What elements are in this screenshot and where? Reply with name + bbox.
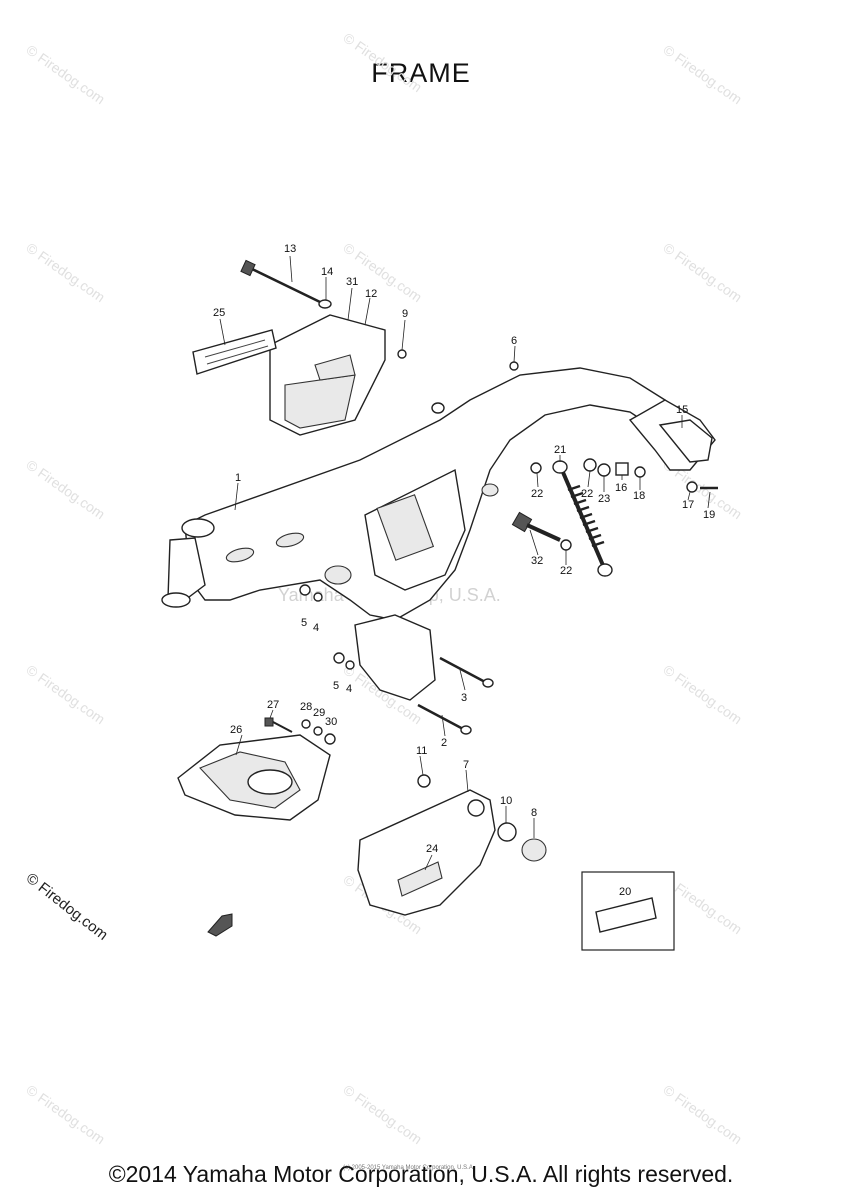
bolt-2: [417, 703, 472, 735]
part-label-4: 4: [346, 683, 352, 695]
part-label-9: 9: [402, 308, 408, 320]
part-label-5: 5: [333, 680, 339, 692]
part-label-3: 3: [461, 692, 467, 704]
part-label-14: 14: [321, 266, 333, 278]
part-label-27: 27: [267, 699, 279, 711]
part-label-22: 22: [560, 565, 572, 577]
part-label-29: 29: [313, 707, 325, 719]
nut-30: [324, 733, 336, 745]
part-label-19: 19: [703, 509, 715, 521]
part-label-5: 5: [301, 617, 307, 629]
washer-29: [313, 726, 323, 736]
nut-16: [615, 462, 629, 476]
part-label-23: 23: [598, 493, 610, 505]
bolt-13: [240, 259, 321, 304]
rear-shock-21: [552, 460, 613, 577]
grommet-11: [417, 774, 431, 788]
forward-arrow-icon: [207, 913, 233, 937]
washer-10: [497, 822, 517, 842]
part-label-7: 7: [463, 759, 469, 771]
nut-9: [397, 349, 407, 359]
washer-14: [318, 299, 332, 309]
part-label-8: 8: [531, 807, 537, 819]
part-label-2: 2: [441, 737, 447, 749]
copyright-notice: ©2014 Yamaha Motor Corporation, U.S.A. A…: [108, 1161, 734, 1187]
nut-5: [333, 652, 345, 664]
part-label-31: 31: [346, 276, 358, 288]
bolt-27: [264, 717, 293, 733]
washer-17: [686, 481, 698, 493]
bolt-3: [439, 656, 494, 688]
knob-8: [521, 838, 547, 862]
part-label-16: 16: [615, 482, 627, 494]
part-label-4: 4: [313, 622, 319, 634]
washer-22: [583, 458, 597, 472]
washer-22: [530, 462, 542, 474]
part-label-32: 32: [531, 555, 543, 567]
emblem-box-20: [581, 871, 675, 951]
bolt-32: [511, 511, 561, 542]
part-label-22: 22: [581, 488, 593, 500]
part-label-25: 25: [213, 307, 225, 319]
part-label-15: 15: [676, 404, 688, 416]
nut-6: [509, 361, 519, 371]
washer-4: [313, 592, 323, 602]
part-label-21: 21: [554, 444, 566, 456]
part-label-22: 22: [531, 488, 543, 500]
battery-box: [269, 314, 386, 436]
washer-18: [634, 466, 646, 478]
washer-28: [301, 719, 311, 729]
part-label-12: 12: [365, 288, 377, 300]
part-label-6: 6: [511, 335, 517, 347]
side-cover-7: [357, 789, 496, 916]
page-title: FRAME: [371, 58, 471, 88]
part-label-20: 20: [619, 886, 631, 898]
washer-4: [345, 660, 355, 670]
footer-small-print: (c) 2005-2015 Yamaha Motor Corporation, …: [343, 1165, 475, 1171]
part-label-11: 11: [416, 745, 427, 757]
part-label-30: 30: [325, 716, 337, 728]
part-label-17: 17: [682, 499, 694, 511]
bolt-fitting: [431, 402, 445, 414]
engine-guard-26: [177, 734, 331, 821]
part-label-10: 10: [500, 795, 512, 807]
part-label-28: 28: [300, 701, 312, 713]
part-label-26: 26: [230, 724, 242, 736]
washer-22: [560, 539, 572, 551]
part-label-13: 13: [284, 243, 296, 255]
washer-23: [597, 463, 611, 477]
part-label-18: 18: [633, 490, 645, 502]
main-frame: [161, 367, 716, 701]
part-label-1: 1: [235, 472, 241, 484]
part-label-24: 24: [426, 843, 438, 855]
nut-5: [299, 584, 311, 596]
caution-label-25: [192, 329, 277, 375]
